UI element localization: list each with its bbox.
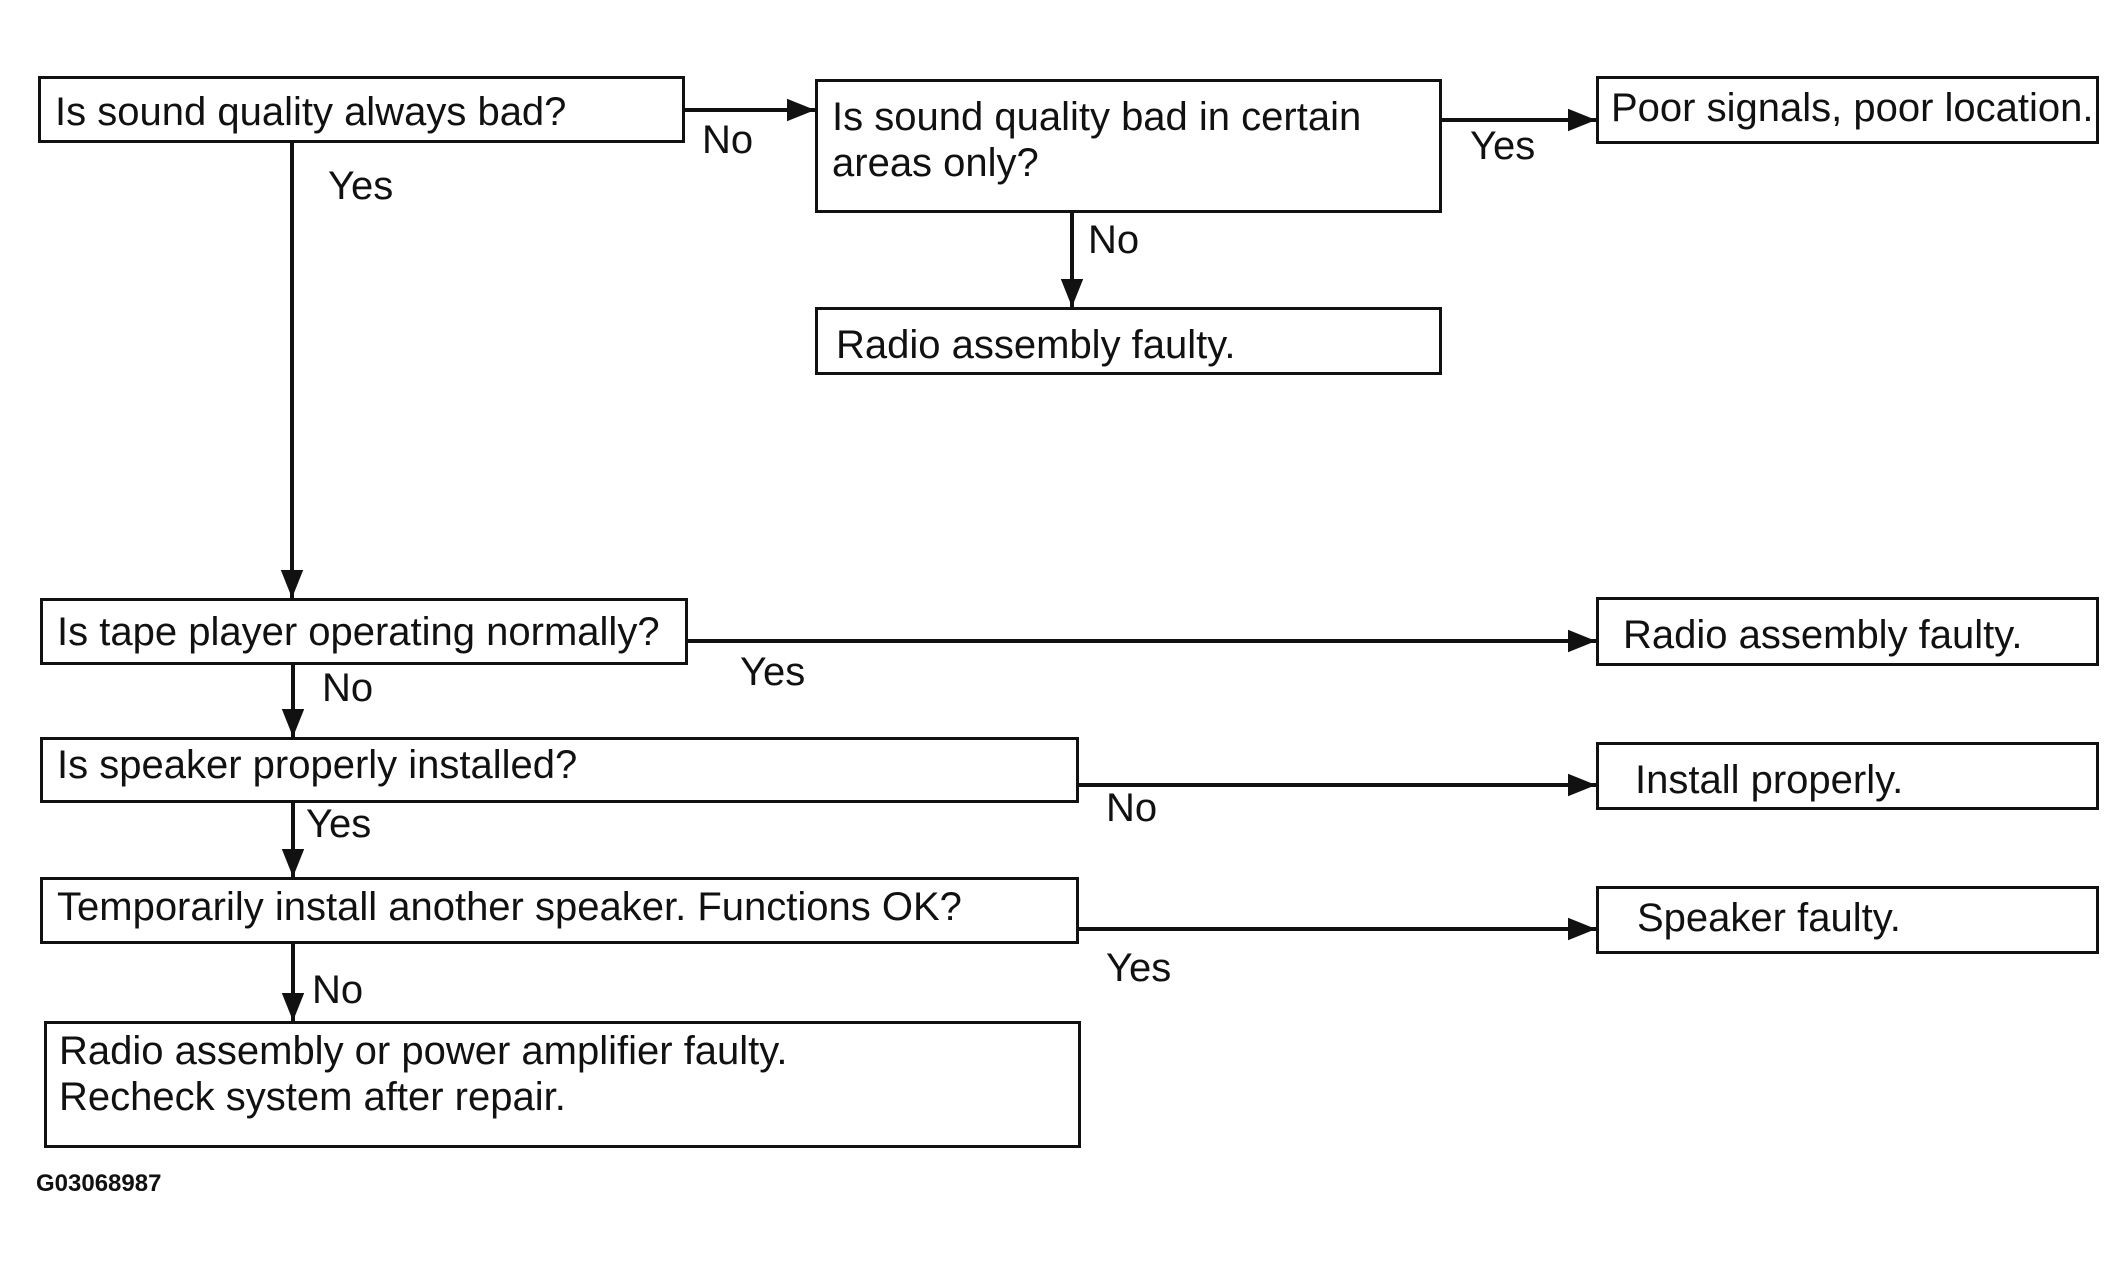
box-speaker-faulty: Speaker faulty. xyxy=(1596,886,2099,954)
label-always-bad-no: No xyxy=(702,118,754,162)
label-tape-yes: Yes xyxy=(740,650,806,694)
box-install-properly: Install properly. xyxy=(1596,742,2099,810)
box-radio-faulty-1: Radio assembly faulty. xyxy=(815,307,1442,375)
label-another-no: No xyxy=(312,968,364,1012)
box-radio-or-amp-line-2: Recheck system after repair. xyxy=(59,1075,566,1119)
figure-code: G03068987 xyxy=(36,1170,162,1197)
box-sound-always-bad-text: Is sound quality always bad? xyxy=(55,90,567,134)
box-certain-areas-line-1: Is sound quality bad in certain xyxy=(832,95,1362,139)
box-poor-signals: Poor signals, poor location. xyxy=(1596,76,2099,144)
label-certain-areas-no: No xyxy=(1088,218,1140,262)
box-certain-areas: Is sound quality bad in certain areas on… xyxy=(815,79,1442,213)
label-installed-no: No xyxy=(1106,786,1158,830)
box-tape-player-text: Is tape player operating normally? xyxy=(57,610,660,654)
box-radio-or-amp: Radio assembly or power amplifier faulty… xyxy=(44,1021,1081,1148)
label-installed-yes: Yes xyxy=(306,802,372,846)
box-tape-player: Is tape player operating normally? xyxy=(40,598,688,665)
box-another-speaker: Temporarily install another speaker. Fun… xyxy=(40,877,1079,944)
label-certain-areas-yes: Yes xyxy=(1470,124,1536,168)
box-radio-faulty-1-text: Radio assembly faulty. xyxy=(836,323,1236,367)
box-speaker-installed-text: Is speaker properly installed? xyxy=(57,743,578,787)
box-another-speaker-text: Temporarily install another speaker. Fun… xyxy=(57,885,962,929)
box-sound-always-bad: Is sound quality always bad? xyxy=(38,76,685,143)
box-certain-areas-line-2: areas only? xyxy=(832,141,1039,185)
box-radio-or-amp-line-1: Radio assembly or power amplifier faulty… xyxy=(59,1029,788,1073)
box-radio-faulty-2-text: Radio assembly faulty. xyxy=(1623,613,2023,657)
label-always-bad-yes: Yes xyxy=(328,164,394,208)
label-tape-no: No xyxy=(322,666,374,710)
box-speaker-installed: Is speaker properly installed? xyxy=(40,737,1079,803)
box-install-properly-text: Install properly. xyxy=(1635,758,1904,802)
box-speaker-faulty-text: Speaker faulty. xyxy=(1637,896,1901,940)
box-radio-faulty-2: Radio assembly faulty. xyxy=(1596,597,2099,666)
box-poor-signals-text: Poor signals, poor location. xyxy=(1611,86,2094,130)
label-another-yes: Yes xyxy=(1106,946,1172,990)
